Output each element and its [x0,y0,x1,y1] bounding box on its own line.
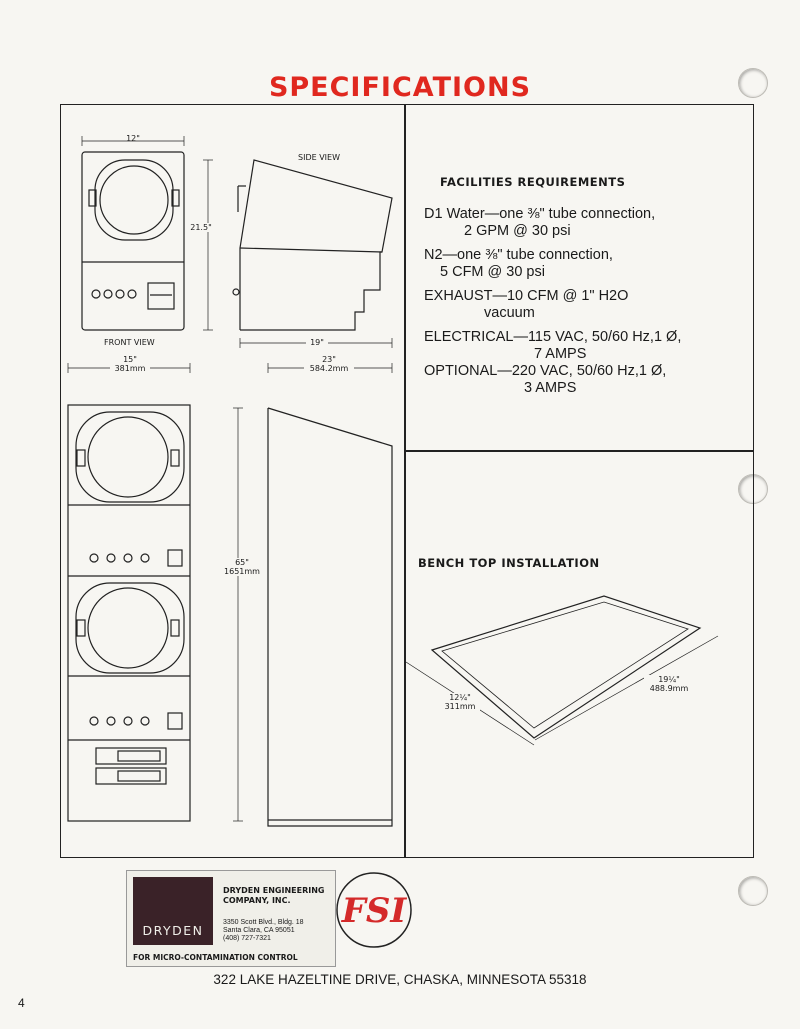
bench-heading: BENCH TOP INSTALLATION [418,556,600,570]
side-view-label: SIDE VIEW [298,153,340,162]
n2-line-1: N2—one ⅜" tube connection, [424,247,613,263]
stacked-side-view [267,363,393,827]
fsi-logo: FSI [336,872,412,948]
dim-stack-width-in: 15" [123,355,137,364]
dryden-tagline: FOR MICRO-CONTAMINATION CONTROL [133,953,298,962]
dryden-company: DRYDEN ENGINEERING COMPANY, INC. [223,886,324,906]
dim-stack-height-mm: 1651mm [224,567,260,576]
bench-dim-short-in: 12¼" [449,693,471,702]
bench-dim-short-mm: 311mm [444,702,476,711]
dryden-phone: (408) 727-7321 [223,935,271,942]
footer-address: 322 LAKE HAZELTINE DRIVE, CHASKA, MINNES… [213,972,587,987]
dim-stack-height: 65" 1651mm [220,558,264,576]
exhaust-line-2: vacuum [484,305,535,321]
water-line-1: D1 Water—one ⅜" tube connection, [424,206,656,222]
dryden-addr2: Santa Clara, CA 95051 [223,927,295,934]
dryden-company-line2: COMPANY, INC. [223,896,291,905]
facilities-heading: FACILITIES REQUIREMENTS [440,175,626,189]
dryden-address: 3350 Scott Blvd., Bldg. 18 Santa Clara, … [223,919,304,943]
front-view-label: FRONT VIEW [104,338,155,347]
bench-dim-long: 19¼" 488.9mm [644,675,694,693]
n2-line-2: 5 CFM @ 30 psi [440,264,545,280]
page-title: SPECIFICATIONS [268,72,532,103]
spec-frame [60,104,754,858]
fsi-logo-text: FSI [341,891,408,931]
dim-stack-depth-in: 23" [322,355,336,364]
dim-width-top: 12" [126,134,140,143]
dim-height-top: 21.5" [188,223,214,232]
dryden-logo-text: DRYDEN [142,923,204,938]
dryden-card: DRYDEN DRYDEN ENGINEERING COMPANY, INC. … [126,870,336,967]
dim-stack-height-in: 65" [235,558,249,567]
stacked-front-view [67,363,243,822]
bench-dim-long-mm: 488.9mm [649,684,689,693]
page-number: 4 [18,996,25,1010]
dim-stack-width: 15" 381mm [110,355,150,373]
dim-depth-top: 19" [306,338,328,347]
binder-hole-top [738,68,768,98]
optional-line-2: 3 AMPS [524,380,577,396]
binder-hole-bottom [738,876,768,906]
bench-dim-short: 12¼" 311mm [440,693,480,711]
dim-stack-depth-mm: 584.2mm [309,364,349,373]
frame-vertical-divider [404,104,406,858]
front-view-small [81,136,185,331]
electrical-line-2: 7 AMPS [534,346,587,362]
dim-stack-depth: 23" 584.2mm [304,355,354,373]
dryden-addr1: 3350 Scott Blvd., Bldg. 18 [223,919,304,926]
dryden-logo-block: DRYDEN [133,877,213,945]
optional-line-1: OPTIONAL—220 VAC, 50/60 Hz,1 Ø, [424,363,667,379]
bench-top-outline [405,595,719,746]
facilities-list: D1 Water—one ⅜" tube connection, 2 GPM @… [424,206,681,397]
bench-dim-long-in: 19¼" [658,675,680,684]
frame-horizontal-divider [404,450,754,452]
water-line-2: 2 GPM @ 30 psi [464,223,571,239]
electrical-line-1: ELECTRICAL—115 VAC, 50/60 Hz,1 Ø, [424,329,682,345]
side-view-small [203,159,393,348]
dryden-company-line1: DRYDEN ENGINEERING [223,886,325,895]
exhaust-line-1: EXHAUST—10 CFM @ 1" H2O [424,288,629,304]
dim-stack-width-mm: 381mm [114,364,146,373]
